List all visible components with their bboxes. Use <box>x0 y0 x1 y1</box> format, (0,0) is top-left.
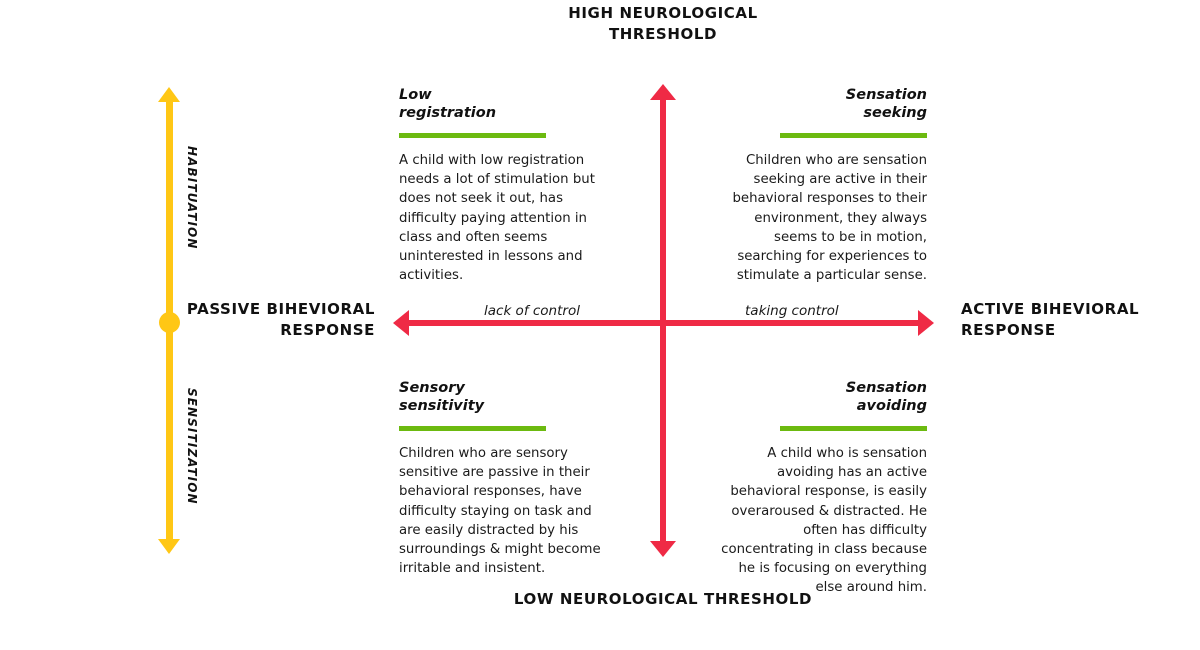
axis-label-low-neurological-threshold: LOW NEUROLOGICAL THRESHOLD <box>513 590 813 608</box>
quadrant-sensory-sensitivity: Sensory sensitivity Children who are sen… <box>399 379 609 578</box>
axis-note-taking-control: taking control <box>745 303 839 319</box>
quadrant-description: Children who are sensation seeking are a… <box>732 153 927 284</box>
axis-label-habituation: HABITUATION <box>185 146 199 250</box>
quadrant-title: Sensation seeking <box>845 87 927 121</box>
axis-midpoint-dot <box>159 312 180 333</box>
quadrant-divider-rule <box>399 133 546 138</box>
quadrant-description: Children who are sensory sensitive are p… <box>399 446 601 577</box>
axis-label-high-neurological-threshold: HIGH NEUROLOGICAL THRESHOLD <box>568 4 758 43</box>
quadrant-divider-rule <box>399 426 546 431</box>
arrow-down-icon <box>650 541 676 557</box>
vertical-axis-line <box>660 96 666 545</box>
arrow-down-icon-yellow <box>158 539 180 554</box>
arrow-up-icon-yellow <box>158 87 180 102</box>
quadrant-title: Sensation avoiding <box>845 380 927 414</box>
quadrant-sensation-avoiding: Sensation avoiding A child who is sensat… <box>717 379 927 598</box>
axis-label-active-behavioral-response: ACTIVE BIHEVIORAL RESPONSE <box>961 300 1140 339</box>
quadrant-title: Sensory sensitivity <box>399 380 485 414</box>
axis-label-passive-behavioral-response: PASSIVE BIHEVIORAL RESPONSE <box>186 300 375 339</box>
arrow-up-icon <box>650 84 676 100</box>
quadrant-description: A child with low registration needs a lo… <box>399 153 595 284</box>
quadrant-title: Low registration <box>399 87 497 121</box>
quadrant-low-registration: Low registration A child with low regist… <box>399 86 609 285</box>
arrow-right-icon <box>918 310 934 336</box>
quadrant-divider-rule <box>780 426 927 431</box>
quadrant-description: A child who is sensation avoiding has an… <box>721 446 927 596</box>
axis-label-sensitization: SENSITIZATION <box>185 388 199 505</box>
arrow-left-icon <box>393 310 409 336</box>
quadrant-sensation-seeking: Sensation seeking Children who are sensa… <box>717 86 927 285</box>
axis-note-lack-of-control: lack of control <box>484 303 580 319</box>
quadrant-divider-rule <box>780 133 927 138</box>
